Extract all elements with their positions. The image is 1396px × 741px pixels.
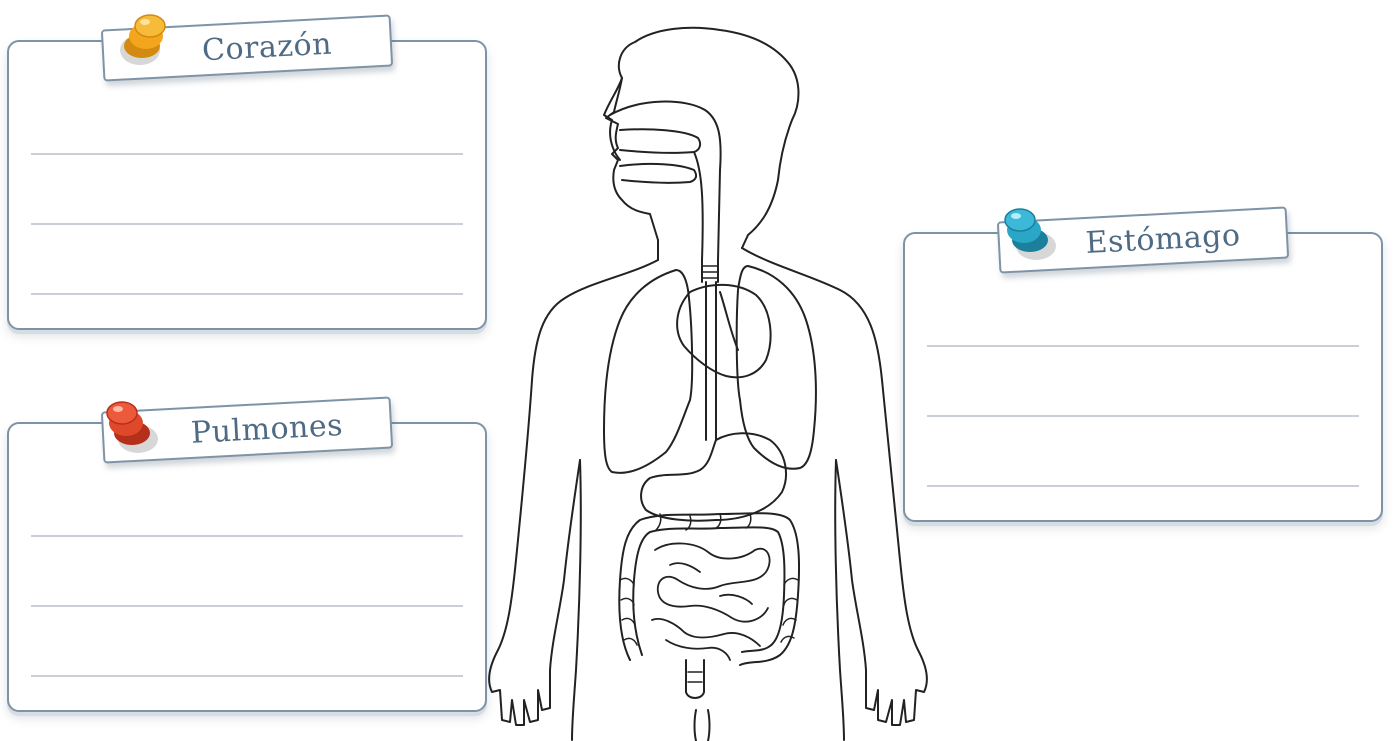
writing-line[interactable] bbox=[927, 415, 1359, 417]
stomach-card bbox=[903, 232, 1383, 522]
right-lung bbox=[737, 266, 816, 469]
esophagus bbox=[706, 282, 716, 440]
writing-line[interactable] bbox=[31, 535, 463, 537]
stomach-label: Estómago bbox=[1085, 217, 1242, 260]
stomach bbox=[641, 433, 786, 520]
head-outline bbox=[604, 28, 799, 248]
rectum bbox=[686, 660, 704, 698]
pushpin-icon bbox=[96, 395, 166, 455]
lungs-card bbox=[7, 422, 487, 712]
writing-line[interactable] bbox=[927, 345, 1359, 347]
nasal-cavity bbox=[620, 129, 700, 153]
rectum-detail bbox=[688, 672, 702, 682]
lungs-label: Pulmones bbox=[190, 407, 344, 450]
left-lung bbox=[604, 270, 692, 473]
pharynx-inner bbox=[694, 152, 703, 260]
writing-line[interactable] bbox=[31, 223, 463, 225]
shoulder-left bbox=[489, 260, 658, 725]
large-intestine-inner bbox=[633, 527, 784, 655]
writing-line[interactable] bbox=[31, 675, 463, 677]
legs-hint bbox=[695, 710, 710, 741]
heart-label: Corazón bbox=[201, 26, 333, 68]
heart-detail bbox=[720, 292, 738, 350]
pushpin-icon bbox=[992, 202, 1062, 262]
trachea-rings bbox=[702, 266, 718, 278]
writing-line[interactable] bbox=[927, 485, 1359, 487]
writing-line[interactable] bbox=[31, 153, 463, 155]
pushpin-icon bbox=[112, 8, 182, 68]
writing-line[interactable] bbox=[31, 605, 463, 607]
oral-cavity bbox=[620, 164, 696, 183]
heart-card bbox=[7, 40, 487, 330]
human-body-outline bbox=[480, 20, 940, 741]
writing-line[interactable] bbox=[31, 293, 463, 295]
small-intestine bbox=[652, 543, 770, 660]
